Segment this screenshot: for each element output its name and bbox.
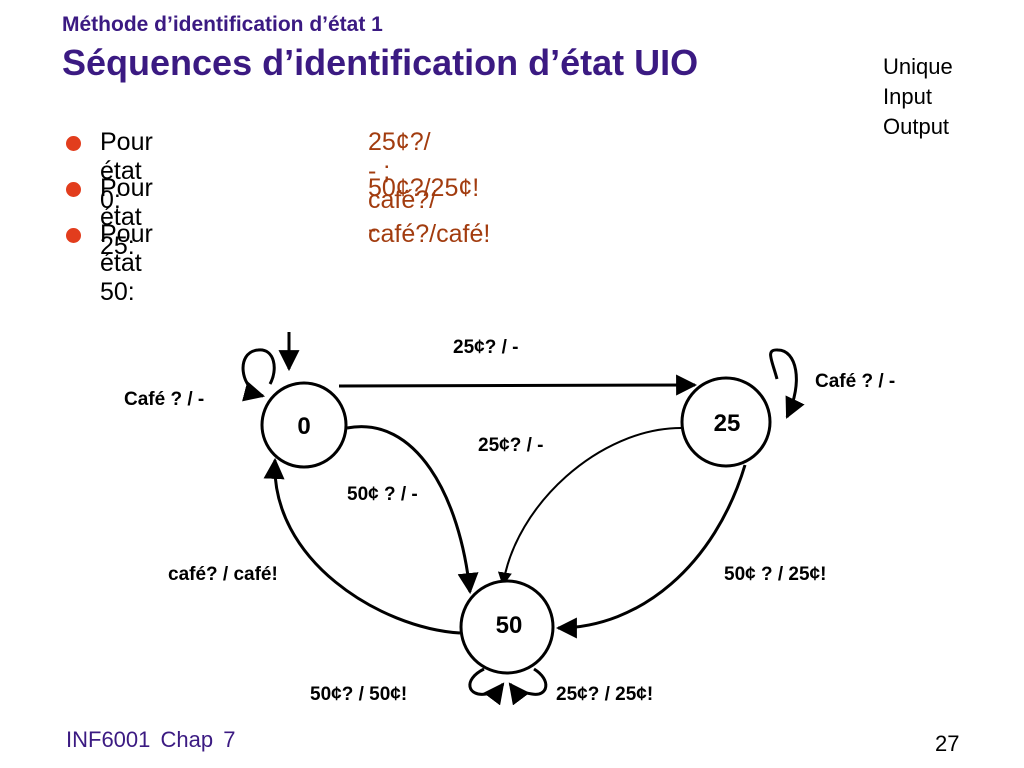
- state-0-node: [260, 381, 348, 469]
- uio-note: Unique Input Output: [883, 52, 1003, 142]
- state-25-label: 25: [714, 410, 741, 437]
- transition-label-25-to-50-outer: 50¢ ? / 25¢!: [724, 564, 826, 585]
- transition-25-self-loop: [769, 348, 805, 419]
- state-25-node: [680, 376, 772, 468]
- transition-50-to-0: [263, 457, 461, 635]
- transition-label-0-self: Café ? / -: [124, 389, 204, 410]
- state-0-label: 0: [297, 413, 310, 440]
- bullet-sequence: café?/café!: [368, 220, 491, 248]
- transition-0-self-loop: [241, 348, 276, 402]
- bullet-sequence: 25¢?/ - ; café?/ -: [368, 128, 437, 243]
- transition-label-25-self: Café ? / -: [815, 371, 895, 392]
- transition-label-50-self-b: 25¢? / 25¢!: [556, 684, 653, 705]
- bullet-label: Pour état 50:: [100, 220, 153, 306]
- uio-note-line-1: Unique: [883, 54, 953, 79]
- transition-label-50-self-a: 50¢? / 50¢!: [310, 684, 407, 705]
- slide-subtitle: Méthode d’identification d’état 1: [62, 13, 383, 36]
- bullet-dot-icon: [66, 228, 81, 243]
- transition-0-to-25: [338, 374, 698, 396]
- transition-50-self-loop-b: [508, 667, 548, 706]
- bullet-dot-icon: [66, 182, 81, 197]
- transition-0-to-50: [346, 425, 479, 595]
- state-50-node: [459, 579, 555, 675]
- transition-label-25-to-50-inner: 25¢? / -: [478, 435, 543, 456]
- transition-50-self-loop-a: [468, 667, 505, 706]
- bullet-dot-icon: [66, 136, 81, 151]
- transition-label-0-to-50: 50¢ ? / -: [347, 484, 418, 505]
- uio-note-line-2: Input: [883, 84, 932, 109]
- page-number: 27: [935, 731, 960, 756]
- bullet-label: Pour état 0:: [100, 128, 153, 214]
- transition-label-50-to-0: café? / café!: [168, 564, 278, 585]
- bullet-label: Pour état 25:: [100, 174, 153, 260]
- state-50-label: 50: [496, 612, 523, 639]
- transition-25-to-50-outer: [555, 464, 747, 639]
- uio-note-line-3: Output: [883, 114, 950, 139]
- transition-25-to-50-inner: [497, 427, 682, 587]
- slide-title: Séquences d’identification d’état UIO: [62, 42, 699, 83]
- transition-label-0-to-25: 25¢? / -: [453, 337, 518, 358]
- bullet-sequence: 50¢?/25¢!: [368, 174, 480, 202]
- footer-course: INF6001 Chap 7: [66, 727, 236, 752]
